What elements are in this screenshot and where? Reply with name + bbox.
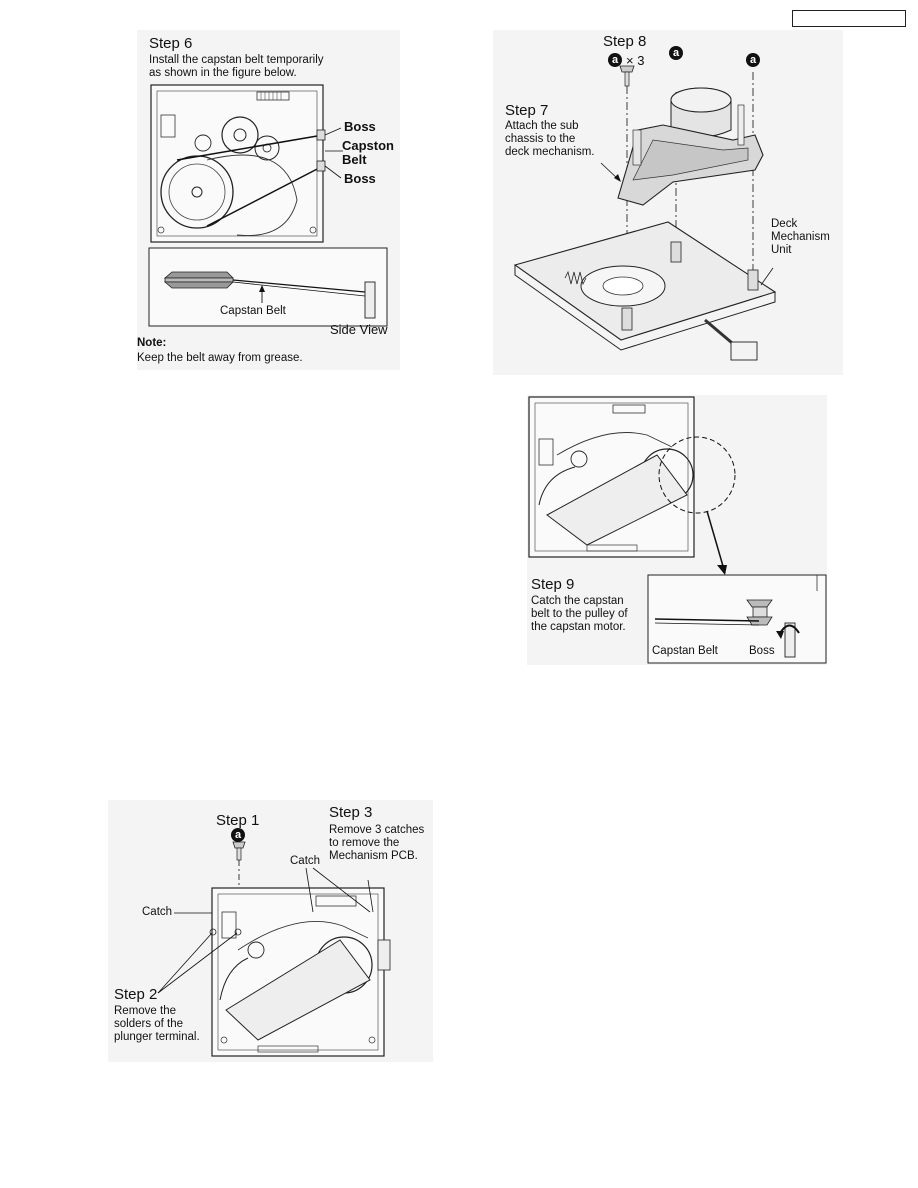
step7-8-assembly-drawing xyxy=(513,65,777,361)
step7-text: Attach the sub chassis to the deck mecha… xyxy=(505,120,595,158)
step6-side-view-label: Side View xyxy=(330,322,388,337)
step2-text: Remove the solders of the plunger termin… xyxy=(114,1005,200,1043)
step6-figure: Step 6 Install the capstan belt temporar… xyxy=(137,30,400,370)
step7-8-figure: Step 8 a × 3 a a Step 7 Attach the sub c… xyxy=(493,30,843,375)
step6-capstan-belt-side-label: Capstan Belt xyxy=(220,305,286,317)
step9-capstan-belt-label: Capstan Belt xyxy=(652,645,718,657)
deck-mechanism-unit-label: Deck Mechanism Unit xyxy=(771,218,830,256)
step8-badge-center: a xyxy=(669,46,683,60)
step9-boss-label: Boss xyxy=(749,645,775,657)
step9-figure: Step 9 Catch the capstan belt to the pul… xyxy=(527,395,827,665)
catch-left-label: Catch xyxy=(142,906,173,918)
step3-title: Step 3 xyxy=(329,804,373,821)
step6-boss-top-label: Boss xyxy=(344,119,376,134)
step7-title: Step 7 xyxy=(505,102,549,119)
step9-title: Step 9 xyxy=(531,576,575,593)
step6-note-text: Keep the belt away from grease. xyxy=(137,352,303,364)
step6-mechanism-drawing xyxy=(148,84,388,327)
step6-boss-bottom-label: Boss xyxy=(344,171,376,186)
step2-title: Step 2 xyxy=(114,986,158,1003)
step1-title: Step 1 xyxy=(216,812,260,829)
step6-text: Install the capstan belt temporarily as … xyxy=(149,54,324,79)
step6-capston-belt-label: Capston Belt xyxy=(342,138,394,167)
step8-screw-count: × 3 xyxy=(626,53,645,68)
step3-text: Remove 3 catches to remove the Mechanism… xyxy=(329,824,425,862)
step9-text: Catch the capstan belt to the pulley of … xyxy=(531,595,628,633)
step6-note-title: Note: xyxy=(137,337,167,349)
step9-drawing xyxy=(528,396,827,664)
step8-screw-badge: a xyxy=(608,53,622,67)
steps1-3-figure: Step 1 a Step 3 Remove 3 catches to remo… xyxy=(108,800,433,1062)
step8-title: Step 8 xyxy=(603,33,647,50)
step1-badge: a xyxy=(231,828,245,842)
catch-top-label: Catch xyxy=(290,855,321,867)
step8-badge-right: a xyxy=(746,53,760,67)
step6-title: Step 6 xyxy=(149,35,193,52)
header-box xyxy=(792,10,906,27)
steps1-3-drawing xyxy=(157,841,391,1057)
